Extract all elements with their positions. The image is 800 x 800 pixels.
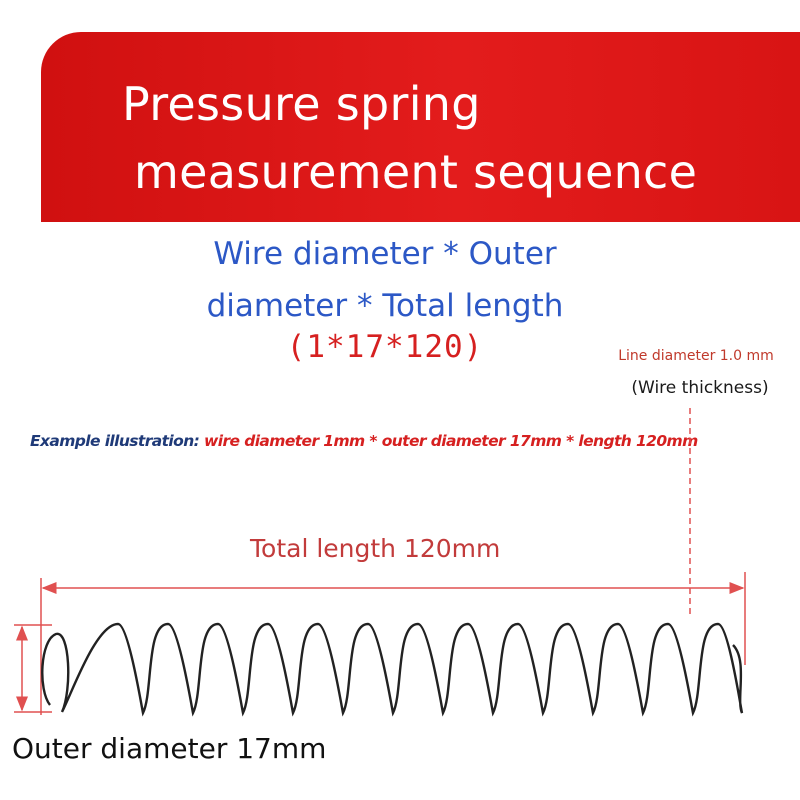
banner-title-line-1: Pressure spring xyxy=(122,77,481,131)
example-illustration: Example illustration: wire diameter 1mm … xyxy=(30,432,710,450)
measurement-formula: (1*17*120) xyxy=(286,329,484,365)
total-length-label: Total length 120mm xyxy=(250,534,501,563)
subtitle-line-2: diameter * Total length xyxy=(206,288,564,324)
outer-diameter-label: Outer diameter 17mm xyxy=(12,732,327,765)
spring-coil-path xyxy=(41,622,744,717)
title-banner xyxy=(41,32,800,222)
line-diameter-note: Line diameter 1.0 mm xyxy=(618,348,774,364)
banner-title: Pressure spring measurement sequence xyxy=(122,70,762,206)
wire-thickness-note: (Wire thickness) xyxy=(631,378,769,398)
subtitle-line-1: Wire diameter * Outer xyxy=(213,236,557,272)
measurement-order-subtitle: Wire diameter * Outer diameter * Total l… xyxy=(190,228,580,332)
example-label: Example illustration: xyxy=(30,432,200,450)
compression-spring xyxy=(41,622,744,717)
banner-title-line-2: measurement sequence xyxy=(134,145,698,199)
example-value: wire diameter 1mm * outer diameter 17mm … xyxy=(204,432,698,450)
